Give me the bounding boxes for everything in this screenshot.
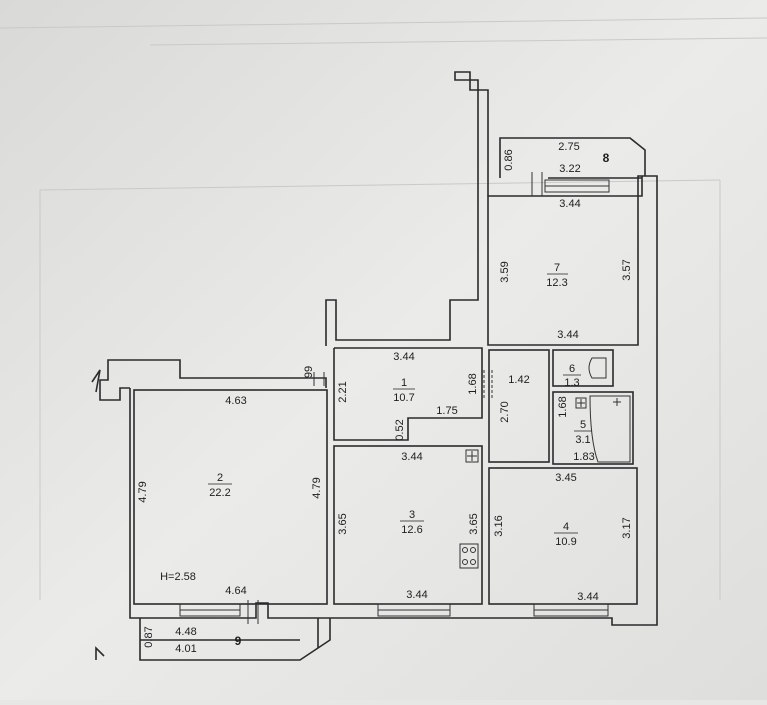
dim-room-1-left: 2.21 (337, 381, 349, 402)
room-labels: 7 12.3 8 1 10.7 2 22.2 3 12.6 4 10.9 5 3… (208, 151, 610, 648)
dim-room-4-bottom: 3.44 (577, 591, 598, 603)
room-4-number: 4 (563, 521, 569, 533)
room-1-area: 10.7 (393, 392, 414, 404)
dim-room-3-left: 3.65 (337, 513, 349, 534)
room-6-number: 6 (569, 363, 575, 375)
dim-bath-depth: 1.68 (557, 396, 569, 417)
dim-balcony-9-depth: 0.87 (143, 626, 155, 647)
dim-3-22: 3.22 (559, 163, 580, 175)
room-4-area: 10.9 (555, 536, 576, 548)
dim-balcony-8-width: 2.75 (558, 141, 579, 153)
dim-room-1-ledge: 0.52 (394, 419, 406, 440)
dim-room-4-top: 3.45 (555, 472, 576, 484)
room-7-number: 7 (554, 262, 560, 274)
dim-99: 99 (303, 366, 315, 378)
dim-room-3-bottom: 3.44 (406, 589, 427, 601)
room-7-area: 12.3 (546, 277, 567, 289)
dim-room-2-bottom: 4.64 (225, 585, 246, 597)
dim-room-7-right: 3.57 (621, 259, 633, 280)
dim-room-4-right: 3.17 (621, 517, 633, 538)
dim-corridor-width: 1.42 (508, 374, 529, 386)
room-5-area: 3.1 (575, 434, 590, 446)
dim-room-7-left: 3.59 (499, 261, 511, 282)
dim-room-2-left: 4.79 (137, 481, 149, 502)
fixtures (459, 357, 631, 569)
background-print (0, 17, 767, 600)
windows (179, 172, 610, 624)
dim-room-1-right: 1.68 (467, 373, 479, 394)
room-2-area: 22.2 (209, 487, 230, 499)
dim-room-3-right: 3.65 (468, 513, 480, 534)
room-1-number: 1 (401, 377, 407, 389)
dim-room-1-top: 3.44 (393, 351, 414, 363)
room-3-area: 12.6 (401, 524, 422, 536)
dim-corridor-length: 2.70 (499, 401, 511, 422)
dim-balcony-8-depth: 0.86 (503, 149, 515, 170)
room-3-number: 3 (409, 509, 415, 521)
dim-room-1-inner: 1.75 (436, 405, 457, 417)
room-6-area: 1.3 (564, 377, 579, 389)
room-9-number: 9 (235, 634, 242, 648)
dim-room-4-left: 3.16 (493, 515, 505, 536)
ceiling-height: H=2.58 (160, 571, 196, 583)
room-5-number: 5 (580, 419, 586, 431)
dimensions: 2.75 0.86 3.22 3.44 3.59 3.57 3.44 3.44 … (137, 141, 633, 655)
room-8-number: 8 (603, 151, 610, 165)
dim-room-7-bottom: 3.44 (557, 329, 578, 341)
dim-room-7-top: 3.44 (559, 198, 580, 210)
room-2-number: 2 (217, 472, 223, 484)
dim-room-2-top: 4.63 (225, 395, 246, 407)
dim-bath-width: 1.83 (573, 451, 594, 463)
dim-room-2-right: 4.79 (311, 477, 323, 498)
dim-room-3-top: 3.44 (401, 451, 422, 463)
dim-balcony-9-bottom: 4.01 (175, 643, 196, 655)
dim-balcony-9-top: 4.48 (175, 626, 196, 638)
